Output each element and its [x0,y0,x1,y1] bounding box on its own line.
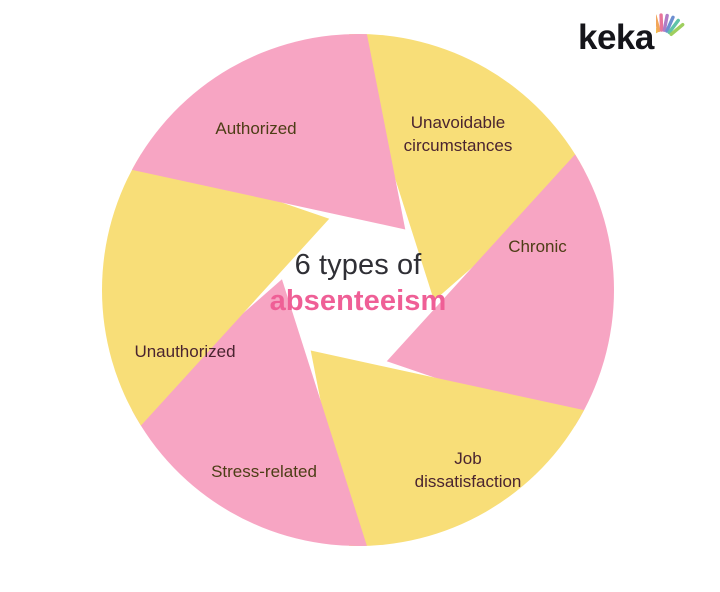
keka-logo: keka [578,10,702,66]
logo-ray [669,22,685,36]
wheel-segment-unauthorized [131,34,406,230]
keka-logo-text: keka [578,18,654,57]
logo-ray [656,14,661,33]
wheel-segment-job-dissatisfaction [131,279,367,546]
logo-ray [659,13,664,32]
logo-ray [667,18,680,35]
wheel-segment-unavoidable-circumstances [386,154,615,426]
colored-rays-icon [656,13,685,36]
wheel-segment-stress-related [101,154,330,426]
wheel-segment-authorized [349,34,585,301]
wheel-segment-chronic [310,350,585,546]
logo-ray [662,13,669,32]
logo-ray [665,15,675,33]
